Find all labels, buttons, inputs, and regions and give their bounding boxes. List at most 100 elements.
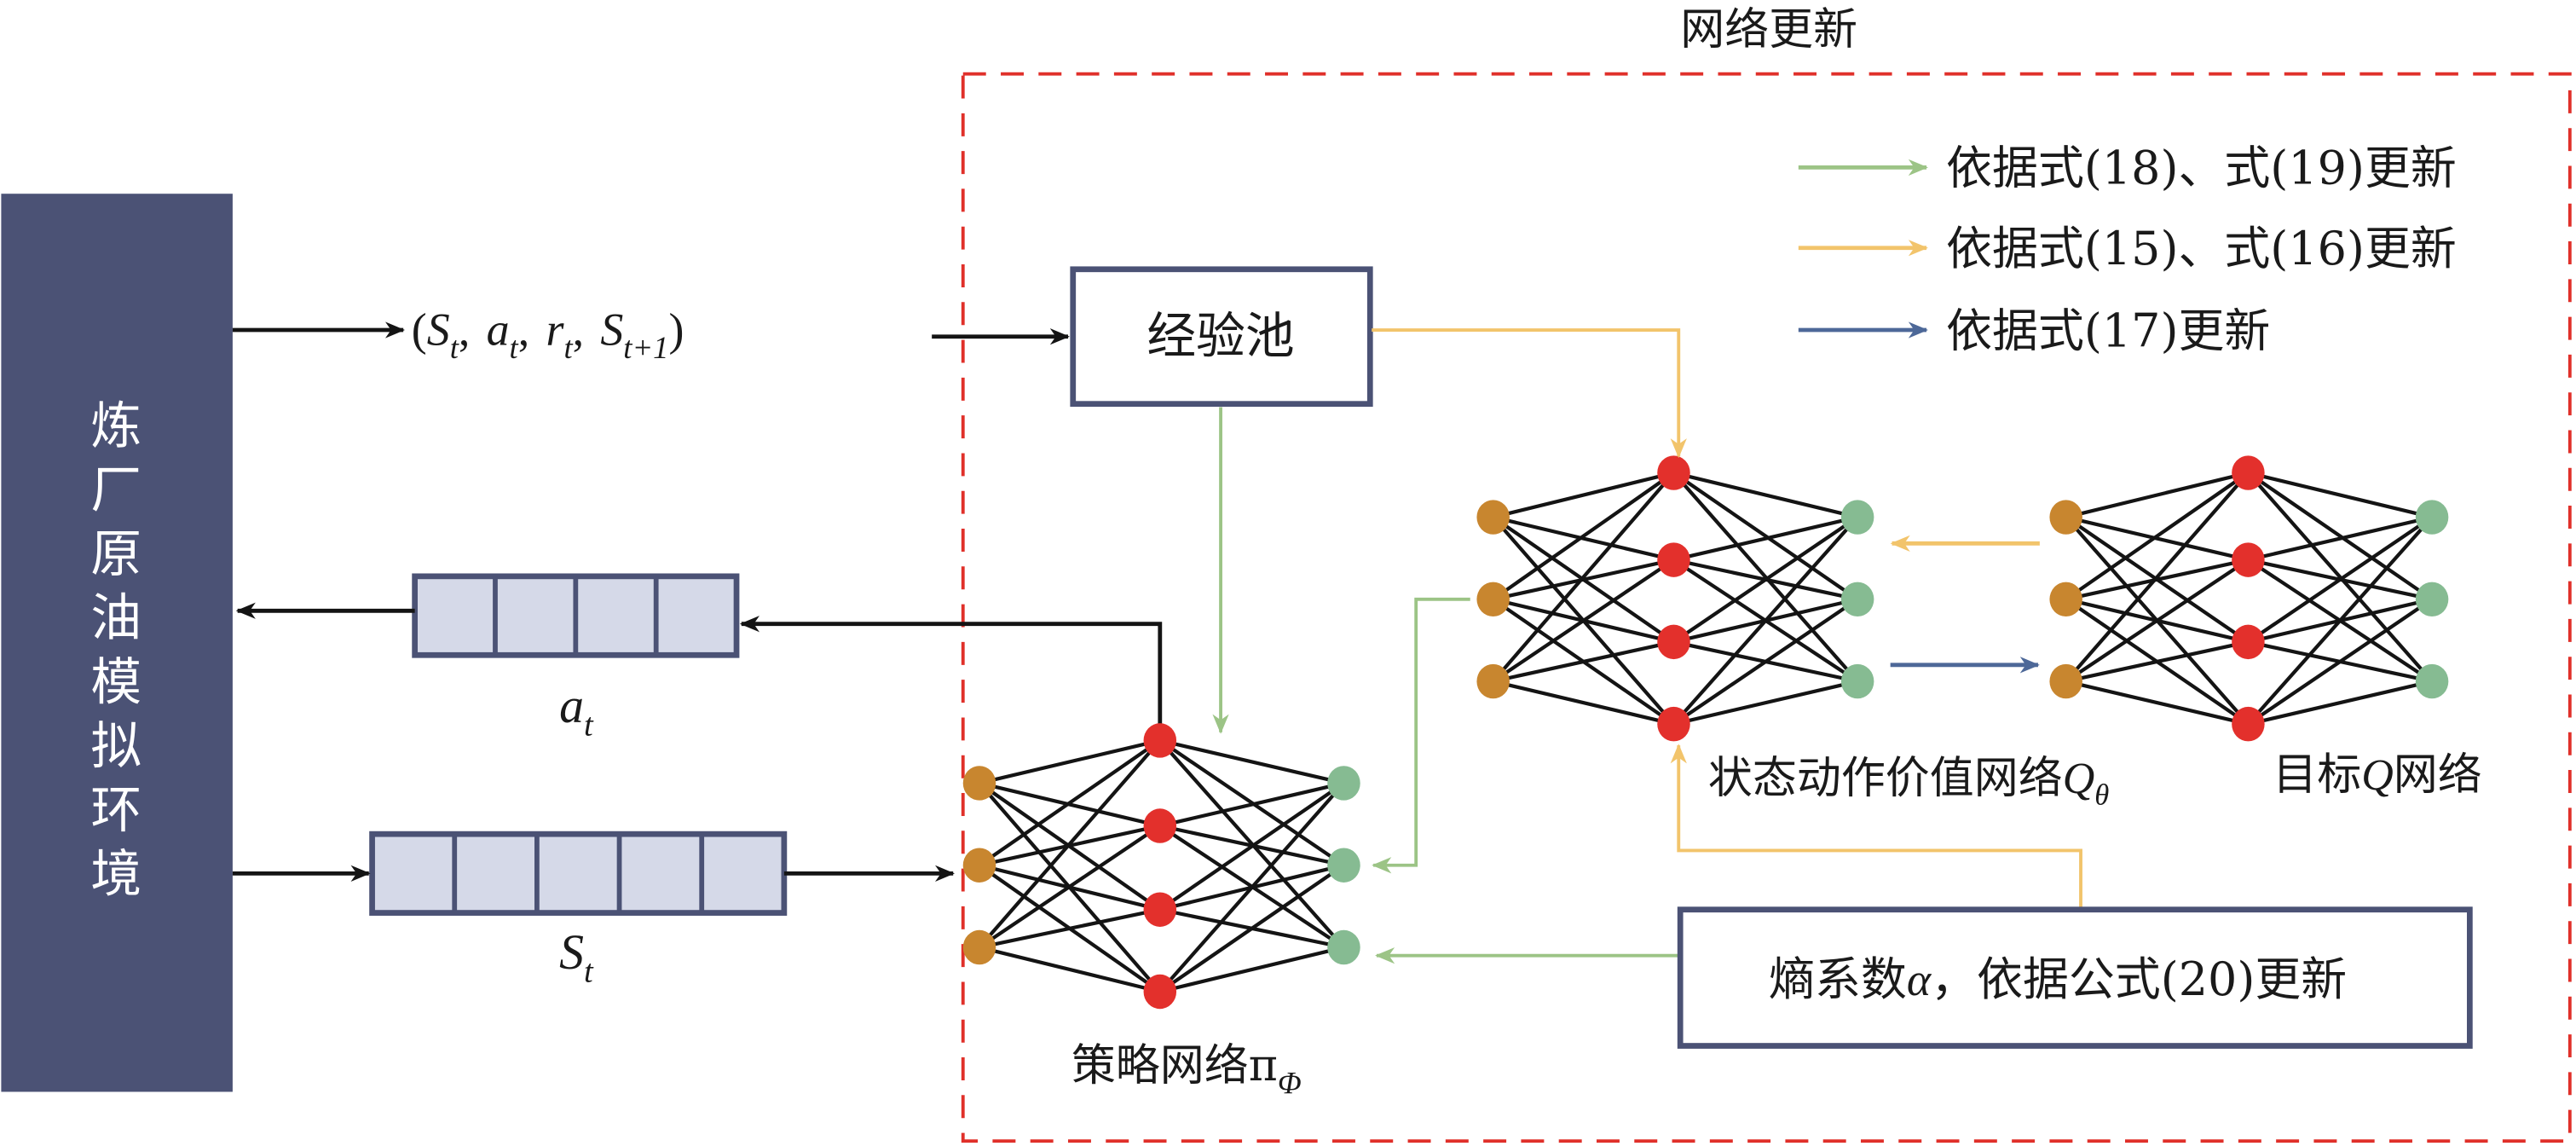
- legend-label: 依据式(18)、式(19)更新: [1946, 142, 2457, 195]
- entropy-coefficient-box: 熵系数α，依据公式(20)更新: [1677, 906, 2473, 1049]
- network-update-region: [961, 72, 2572, 1143]
- network-edge: [1492, 472, 1676, 683]
- output-node: [1327, 929, 1360, 965]
- action-vector-label: at: [559, 680, 594, 743]
- network-edge: [2065, 558, 2250, 683]
- hidden-node: [2232, 706, 2265, 742]
- input-node: [2049, 582, 2082, 617]
- q-network: [1476, 455, 1874, 742]
- network-edge: [1672, 598, 1859, 726]
- network-edge: [2247, 515, 2434, 644]
- network-edge: [2247, 515, 2433, 562]
- network-edge: [2247, 598, 2434, 726]
- network-edge: [1493, 515, 1674, 562]
- network-edge: [979, 945, 1161, 994]
- network-edge: [2065, 515, 2249, 562]
- tuple-item: r: [546, 304, 564, 355]
- state-vector: [369, 831, 788, 916]
- input-node: [962, 766, 996, 801]
- experience-pool-label: 经验池: [1146, 307, 1294, 365]
- tuple-item: a: [487, 304, 510, 355]
- pool-to-q-arrow: [1372, 328, 1687, 459]
- network-edge: [1672, 472, 1859, 683]
- legend-label: 依据式(15)、式(16)更新: [1946, 222, 2457, 275]
- network-edge: [1672, 516, 1859, 726]
- output-node: [1840, 500, 1874, 535]
- target-network-label: 目标Q网络: [2273, 750, 2481, 801]
- q-to-policy-arrow: [1372, 597, 1470, 874]
- network-update-title: 网络更新: [1680, 4, 1857, 55]
- network-edge: [1158, 781, 1345, 912]
- network-edge: [1672, 471, 1858, 519]
- input-node: [1476, 582, 1510, 617]
- output-node: [1840, 663, 1874, 699]
- legend-item: 依据式(18)、式(19)更新: [1798, 142, 2457, 195]
- hidden-node: [1143, 723, 1177, 758]
- hidden-node: [2232, 542, 2265, 577]
- network-edge: [2065, 471, 2249, 519]
- q-network-label: 状态动作价值网络Qθ: [1708, 753, 2109, 811]
- legend-label: 依据式(17)更新: [1946, 304, 2270, 357]
- input-node: [1476, 663, 1510, 699]
- network-edge: [978, 738, 1162, 867]
- network-edge: [1492, 471, 1675, 601]
- network-edge: [1159, 781, 1344, 828]
- output-node: [1840, 582, 1874, 617]
- input-node: [1476, 500, 1510, 535]
- input-node: [962, 848, 996, 883]
- entropy-coefficient-label: 熵系数α，依据公式(20)更新: [1769, 952, 2347, 1006]
- entropy-to-q-arrow: [1670, 744, 2082, 908]
- experience-pool-box: 经验池: [1070, 266, 1373, 408]
- legend-item: 依据式(15)、式(16)更新: [1798, 222, 2457, 275]
- hidden-node: [1657, 706, 1690, 742]
- network-edge: [2246, 472, 2434, 683]
- legend: 依据式(18)、式(19)更新 依据式(15)、式(16)更新 依据式(17)更…: [1798, 142, 2457, 357]
- policy-to-action-arrow: [739, 616, 1163, 732]
- network-edge: [2065, 471, 2250, 601]
- input-node: [962, 929, 996, 965]
- network-edge: [1673, 680, 1858, 726]
- output-node: [1327, 848, 1360, 883]
- network-edge: [1493, 640, 1674, 684]
- network-edge: [1159, 738, 1344, 785]
- network-edge: [978, 739, 1162, 949]
- transition-tuple: (St,at,rt,St+1): [412, 304, 684, 364]
- network-edge: [1159, 945, 1344, 994]
- environment-label-char: 炼: [90, 397, 142, 456]
- network-edge: [2065, 472, 2250, 683]
- output-node: [2415, 582, 2449, 617]
- output-node: [1327, 766, 1360, 801]
- environment-label-char: 境: [90, 846, 142, 905]
- network-edge: [1158, 782, 1346, 993]
- environment-label-char: 环: [90, 781, 142, 840]
- network-edge: [979, 738, 1161, 785]
- environment-label-char: 油: [90, 589, 142, 648]
- network-edge: [2247, 680, 2433, 726]
- environment-label-char: 拟: [90, 717, 142, 776]
- network-edge: [979, 907, 1161, 950]
- target-q-network: [2049, 455, 2449, 742]
- tuple-item: S: [427, 304, 450, 355]
- environment-label-char: 厂: [90, 461, 142, 520]
- network-edge: [2065, 640, 2249, 684]
- network-edge: [2247, 471, 2434, 601]
- network-edge: [1493, 471, 1674, 519]
- network-edge: [1672, 515, 1859, 644]
- output-node: [2415, 663, 2449, 699]
- network-edge: [1492, 558, 1675, 683]
- input-node: [2049, 663, 2082, 699]
- legend-item: 依据式(17)更新: [1798, 304, 2270, 357]
- environment-label-char: 原: [90, 525, 142, 584]
- hidden-node: [2232, 624, 2265, 660]
- network-edge: [2065, 680, 2249, 726]
- network-edge: [1672, 471, 1859, 601]
- tuple-item: S: [600, 304, 623, 355]
- hidden-node: [1657, 455, 1690, 490]
- hidden-node: [1657, 624, 1690, 660]
- network-edge: [978, 824, 1161, 949]
- policy-network: [962, 723, 1360, 1010]
- network-edge: [2247, 471, 2433, 519]
- network-edge: [1158, 863, 1345, 993]
